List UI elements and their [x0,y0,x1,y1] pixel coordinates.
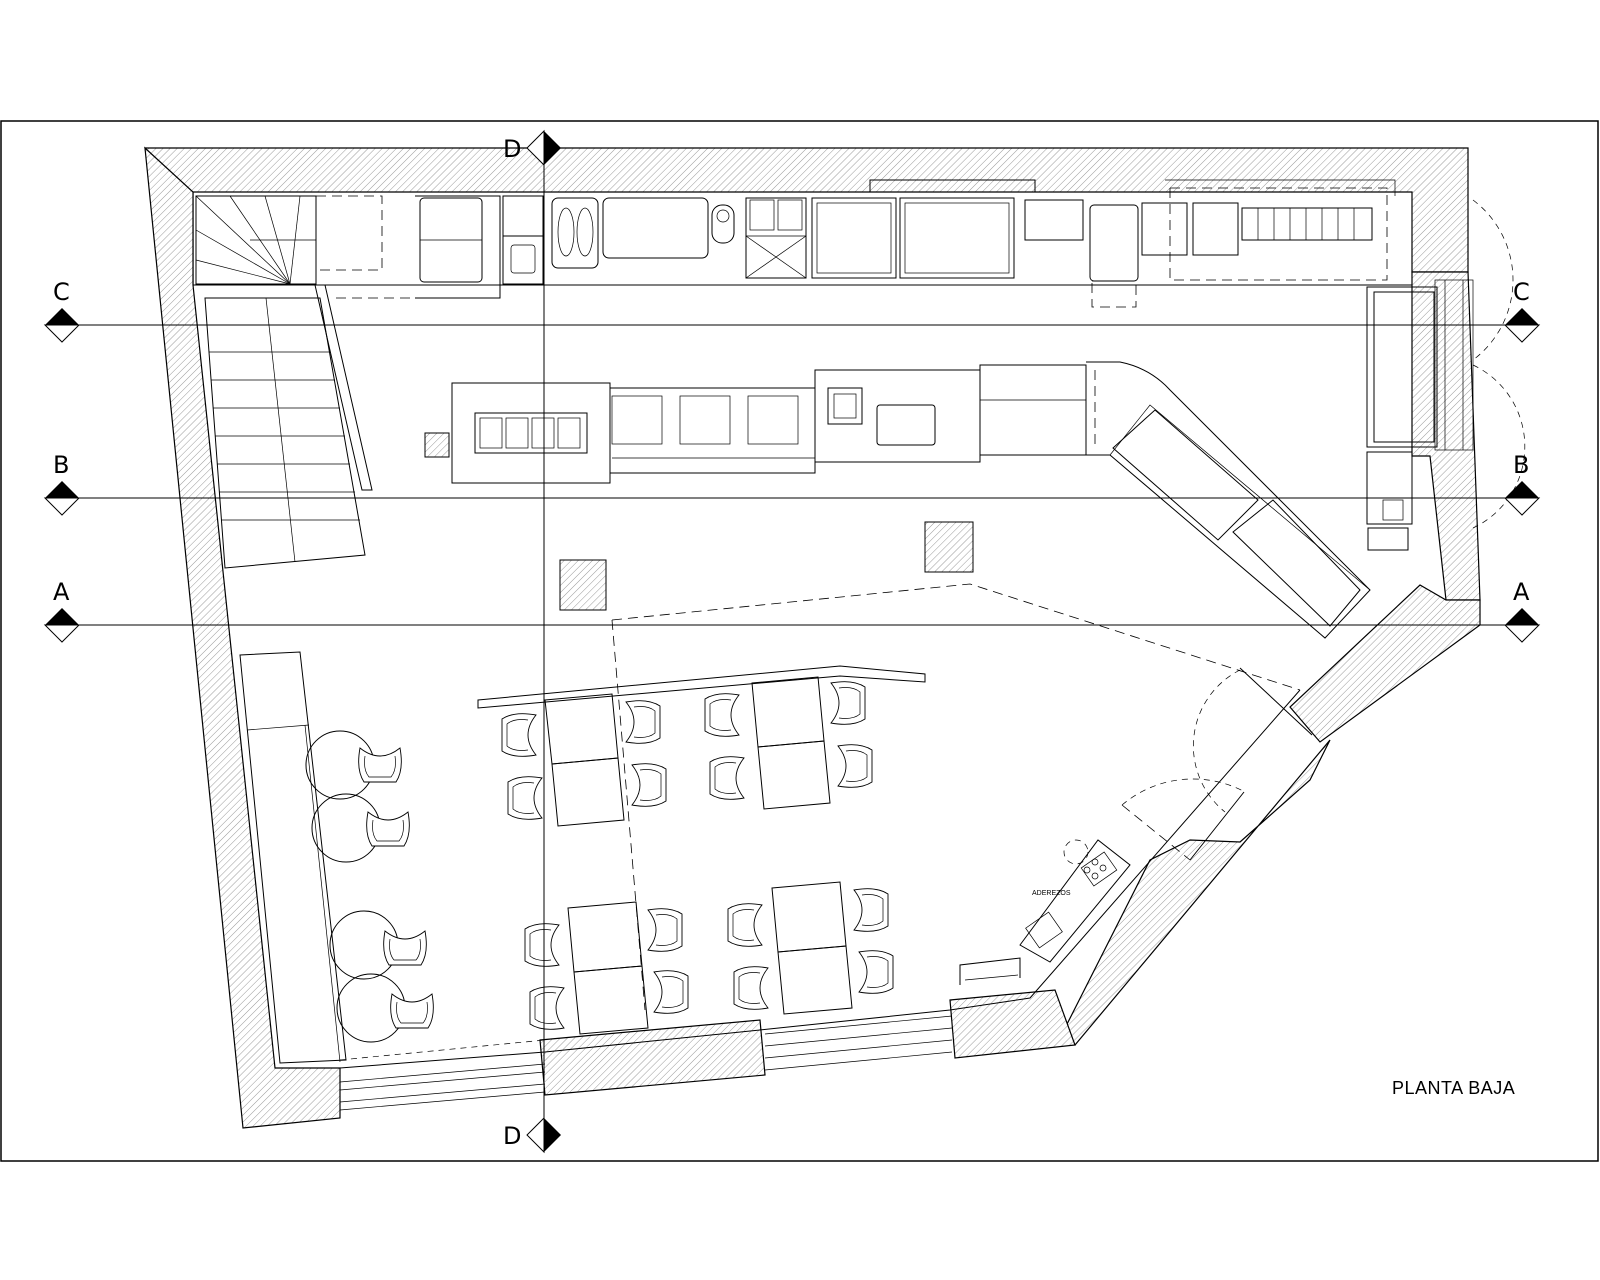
chair [631,763,667,807]
chair [727,903,763,947]
section-mark-a-left: A [43,578,81,643]
section-letter: D [503,135,521,163]
section-mark-d-bottom: D [503,1116,561,1154]
right-cabinet [1366,286,1438,551]
section-letter: D [503,1122,521,1150]
rect-tables [544,676,853,1035]
chairs [358,681,894,1030]
section-letter: C [1513,278,1530,306]
drawing-frame [0,120,1599,1162]
service-counter [451,361,1371,639]
section-lines [62,148,1522,1135]
section-mark-b-right: B [1503,451,1541,516]
chair [625,700,661,744]
aderezos-label: ADEREZOS [1032,890,1071,897]
chair [524,923,560,967]
chair [390,993,434,1029]
chair [647,908,683,952]
exterior-walls [144,146,1481,1129]
chair [529,986,565,1030]
section-mark-d-top: D [503,129,561,167]
interior-outline [193,284,1412,1069]
chair [653,970,689,1014]
chair [501,713,537,757]
bar-rail [477,665,926,709]
section-letter: C [53,278,70,306]
floor-zone-outline [611,583,1301,691]
chair [830,681,866,725]
drawing-title: PLANTA BAJA [1392,1078,1515,1098]
chair [733,966,769,1010]
section-letter: A [53,578,70,606]
left-banquette [239,651,347,1064]
chair [853,888,889,932]
section-letter: A [1513,578,1530,606]
section-mark-b-left: B [43,451,81,516]
chair [507,776,543,820]
section-mark-a-right: A [1503,578,1541,643]
section-letter: B [53,451,69,479]
section-markers: A A B B C C [43,129,1541,1154]
chair [837,744,873,788]
section-mark-c-left: C [43,278,81,343]
section-mark-c-right: C [1503,278,1541,343]
chair [858,950,894,994]
chair [366,811,410,847]
chair [358,747,402,783]
columns [424,432,974,611]
section-letter: B [1513,451,1529,479]
kitchen-equipment-row [316,179,1396,308]
windows [339,279,1474,1111]
staircase [195,195,373,569]
chair [709,756,745,800]
floor-zone-edge [611,619,646,1011]
condiment-station: ADEREZOS [959,839,1131,985]
chair [383,930,427,966]
doors [1121,199,1526,861]
chair [704,693,740,737]
